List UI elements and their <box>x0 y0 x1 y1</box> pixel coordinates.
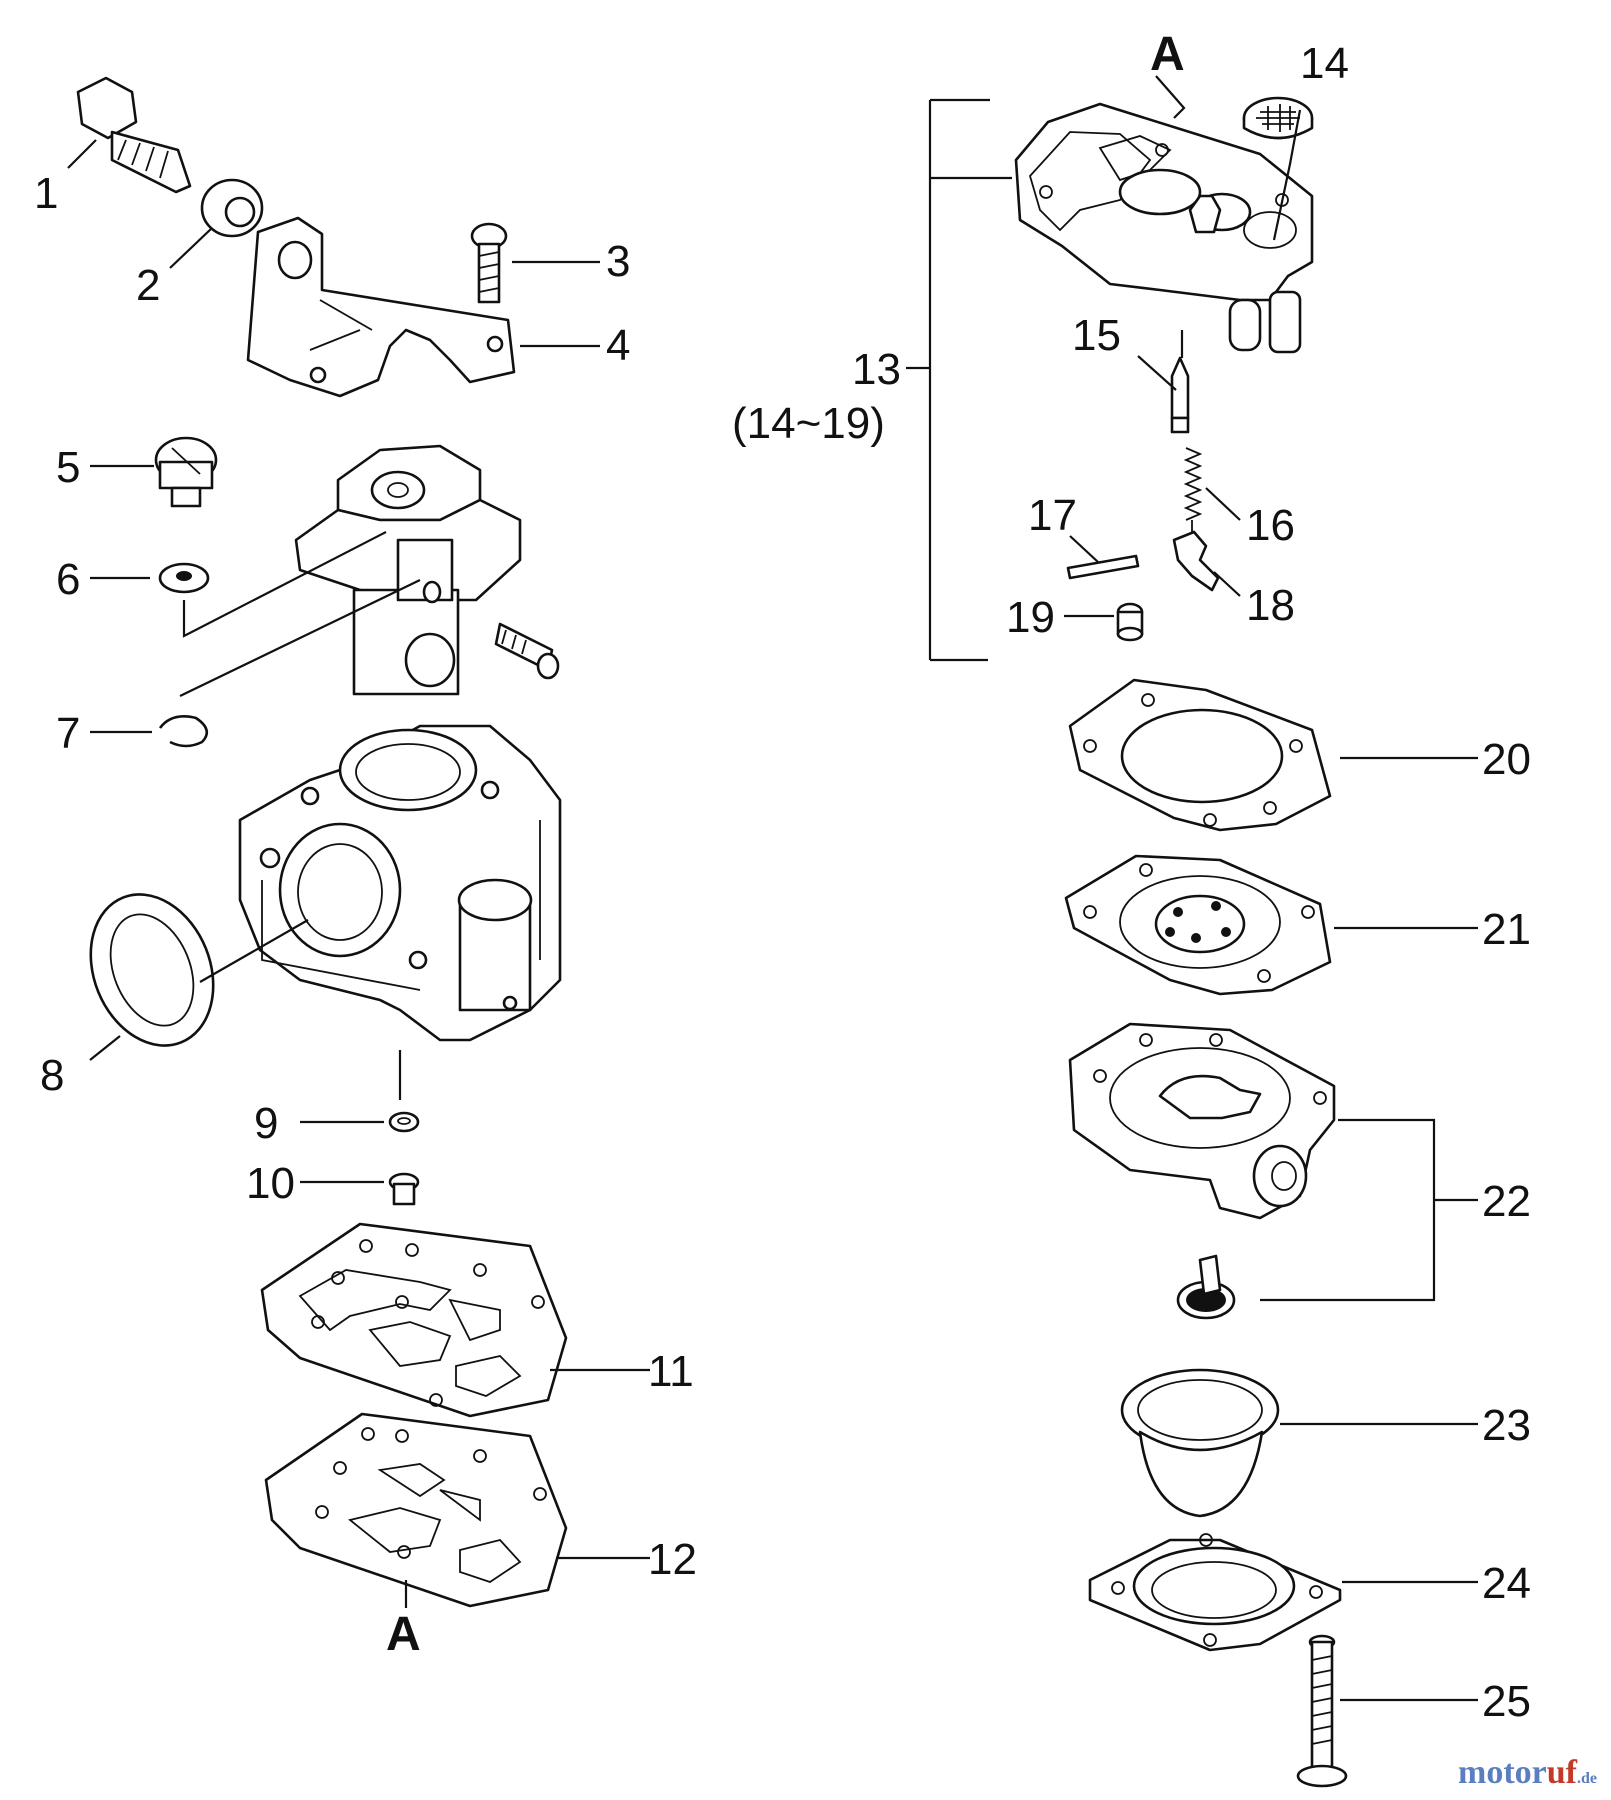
part-24-retainer-plate <box>1088 1533 1342 1652</box>
part-20-gasket <box>1068 678 1332 832</box>
part-25-long-screw <box>1296 1634 1348 1788</box>
part-5-cap-screw <box>154 436 218 508</box>
part-3-screw <box>470 222 508 304</box>
callout-10: 10 <box>246 1159 295 1208</box>
watermark-logo: motoruf.de <box>1458 1754 1597 1792</box>
part-7-clip <box>158 715 209 748</box>
part-8-gasket-ring <box>89 893 215 1047</box>
part-13-pump-body <box>1014 102 1314 354</box>
callout-25: 25 <box>1482 1677 1531 1726</box>
throttle-body <box>294 444 560 696</box>
callout-12: 12 <box>648 1535 697 1584</box>
leader-lines <box>67 75 1478 1702</box>
carburetor-body <box>238 724 562 1042</box>
callout-8: 8 <box>40 1051 64 1100</box>
part-6-washer <box>158 562 210 594</box>
callout-11: 11 <box>648 1347 694 1396</box>
callout-23: 23 <box>1482 1401 1531 1450</box>
callout-5: 5 <box>56 443 80 492</box>
part-12-gasket <box>264 1412 568 1608</box>
part-23-primer-bulb <box>1120 1368 1280 1518</box>
callout-19: 19 <box>1006 593 1055 642</box>
part-16-spring <box>1183 447 1203 540</box>
callout-1: 1 <box>34 169 58 218</box>
watermark-brand-a: motor <box>1458 1754 1547 1791</box>
part-21-diaphragm <box>1064 854 1332 996</box>
part-14-filter-screen <box>1242 96 1314 140</box>
reference-marker-top: A <box>1150 28 1185 81</box>
callout-7: 7 <box>56 709 80 758</box>
callout-9: 9 <box>254 1099 278 1148</box>
callout-14: 14 <box>1300 39 1349 88</box>
part-22-check-valve <box>1176 1254 1236 1320</box>
callout-20: 20 <box>1482 735 1531 784</box>
callout-2: 2 <box>136 261 160 310</box>
part-18-lever <box>1172 530 1220 592</box>
callout-13: 13 <box>852 345 901 394</box>
part-9-o-ring <box>388 1111 420 1133</box>
part-22-metering-body <box>1068 1022 1336 1220</box>
callout-24: 24 <box>1482 1559 1531 1608</box>
callout-22: 22 <box>1482 1177 1531 1226</box>
part-10-screw <box>388 1172 420 1206</box>
part-15-needle <box>1170 356 1190 434</box>
watermark-brand-b: uf <box>1546 1754 1577 1791</box>
part-11-gasket <box>260 1222 568 1418</box>
callout-13-range: (14~19) <box>732 399 885 448</box>
part-17-pin <box>1066 554 1140 580</box>
callout-6: 6 <box>56 555 80 604</box>
callout-labels: 1 2 3 4 5 6 7 8 9 10 11 12 13 (14~19) 14… <box>34 39 1531 1726</box>
callout-16: 16 <box>1246 501 1295 550</box>
callout-3: 3 <box>606 237 630 286</box>
callout-4: 4 <box>606 321 630 370</box>
part-19-screw <box>1116 602 1144 642</box>
part-2-ring <box>200 178 264 238</box>
part-4-bracket <box>246 216 516 398</box>
callout-17: 17 <box>1028 491 1077 540</box>
callout-15: 15 <box>1072 311 1121 360</box>
reference-marker-bottom: A <box>386 1608 421 1661</box>
callout-18: 18 <box>1246 581 1295 630</box>
watermark-suffix: .de <box>1577 1770 1597 1787</box>
part-1-adjust-screw <box>76 76 192 194</box>
callout-21: 21 <box>1482 905 1531 954</box>
